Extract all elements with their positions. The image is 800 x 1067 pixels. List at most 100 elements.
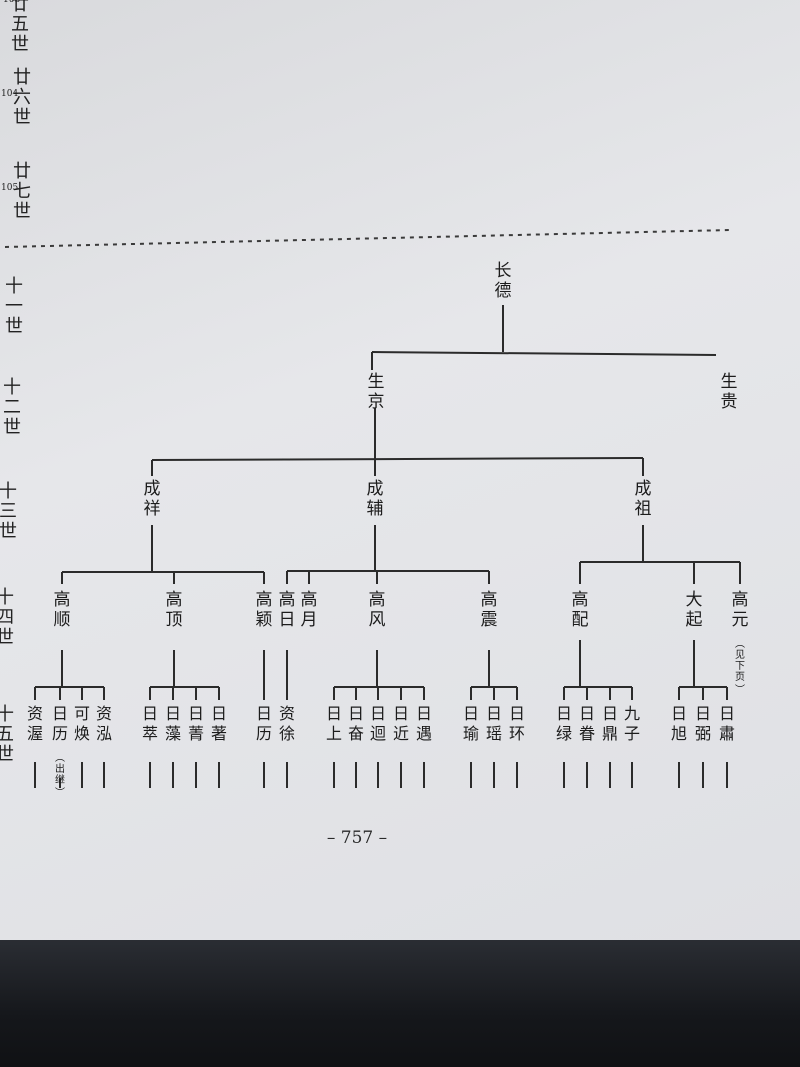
person-node-gen15: 资泓 <box>96 704 112 743</box>
name-char: 高 <box>54 590 71 610</box>
name-char: 日 <box>579 704 595 723</box>
name-char: 遇 <box>416 724 432 743</box>
name-char: 环 <box>509 724 525 743</box>
generation-char: 十 <box>0 704 14 725</box>
person-node-gen14: 大起 <box>686 590 703 630</box>
name-char: 迴 <box>370 724 386 743</box>
name-char: 日 <box>416 704 432 723</box>
person-node-gen12: 生贵 <box>721 372 738 412</box>
name-char: 顶 <box>166 610 183 630</box>
name-char: 日 <box>556 704 572 723</box>
name-char: 肅 <box>719 724 735 743</box>
annotation-char: 下 <box>735 661 745 672</box>
name-char: 奋 <box>348 724 364 743</box>
generation-label: 十四世 <box>0 587 14 648</box>
name-char: 日 <box>326 704 342 723</box>
person-node-gen13: 成祖 <box>635 479 652 519</box>
generation-char: 十 <box>0 481 17 502</box>
person-node-gen15: 日历 <box>256 704 272 743</box>
generation-label: 十五世 <box>0 704 14 765</box>
name-char: 藻 <box>165 724 181 743</box>
generation-char: 世 <box>0 521 17 542</box>
annotation-paren: ︶ <box>55 787 65 799</box>
connector-line <box>151 457 644 461</box>
name-char: 贵 <box>721 392 738 412</box>
generation-margin-number: 103 <box>3 0 20 5</box>
name-char: 顺 <box>54 610 71 630</box>
annotation-paren: ︶ <box>735 684 745 696</box>
person-node-gen15: 日旭 <box>671 704 687 743</box>
name-char: 风 <box>369 610 386 630</box>
tree-nodes: 长德生京生贵成祥成辅成祖高顺高顶高颖高日高月高风高震高配大起高元︵见下页︶资渥日… <box>27 261 749 799</box>
name-char: 祖 <box>635 499 652 519</box>
person-node-gen15: 日菁 <box>188 704 204 743</box>
name-char: 绿 <box>556 724 572 743</box>
name-char: 高 <box>572 590 589 610</box>
name-char: 日 <box>370 704 386 723</box>
name-char: 焕 <box>74 724 90 743</box>
name-char: 大 <box>686 590 703 610</box>
person-node-gen13: 成祥 <box>144 479 161 519</box>
name-char: 日 <box>348 704 364 723</box>
name-char: 日 <box>393 704 409 723</box>
person-node-gen15: 日著 <box>211 704 227 743</box>
name-char: 日 <box>671 704 687 723</box>
name-char: 眷 <box>579 724 595 743</box>
name-char: 历 <box>256 724 272 743</box>
name-char: 日 <box>602 704 618 723</box>
person-node-gen15: 日瑶 <box>486 704 502 743</box>
generation-char: 十 <box>5 276 23 297</box>
person-node-gen15: 可焕 <box>74 704 90 743</box>
name-char: 资 <box>279 704 295 723</box>
person-node-gen15: 日历︵出继︶ <box>52 704 68 799</box>
name-char: 日 <box>509 704 525 723</box>
page-shadow-background <box>0 940 800 1067</box>
name-char: 祥 <box>144 499 161 519</box>
name-char: 日 <box>256 704 272 723</box>
name-char: 日 <box>165 704 181 723</box>
generation-char: 廿 <box>11 0 29 15</box>
person-node-gen15: 日弼 <box>695 704 711 743</box>
name-char: 资 <box>27 704 43 723</box>
generation-margin-number: 105 <box>1 183 18 193</box>
name-char: 瑜 <box>463 724 479 743</box>
generation-char: 世 <box>11 34 29 55</box>
person-node-gen14: 高元︵见下页︶ <box>732 590 749 696</box>
person-node-gen15: 日上 <box>326 704 342 743</box>
name-char: 高 <box>369 590 386 610</box>
connector-line <box>371 351 717 356</box>
person-node-gen14: 高震 <box>481 590 498 630</box>
name-char: 高 <box>256 590 273 610</box>
generation-char: 二 <box>3 397 21 418</box>
person-node-gen12: 生京 <box>368 372 385 412</box>
name-char: 日 <box>695 704 711 723</box>
generation-char: 四 <box>0 607 14 628</box>
generation-char: 廿 <box>13 161 31 182</box>
person-node-gen15: 日绿 <box>556 704 572 743</box>
generation-char: 五 <box>11 14 29 35</box>
name-char: 子 <box>624 724 640 743</box>
person-node-gen14: 高日 <box>279 590 296 630</box>
generation-char: 七 <box>13 181 31 202</box>
name-char: 鼎 <box>602 724 618 743</box>
generation-char: 世 <box>5 316 23 337</box>
generation-char: 三 <box>0 501 17 522</box>
name-char: 日 <box>211 704 227 723</box>
generation-label: 廿七世 105 <box>1 161 31 222</box>
generation-char: 五 <box>0 724 14 745</box>
section-divider <box>4 229 731 248</box>
generation-label: 廿五世 103 <box>3 0 29 55</box>
person-node-gen15: 日迴 <box>370 704 386 743</box>
generation-margin-number: 104 <box>1 89 18 99</box>
tree-connectors <box>34 305 741 788</box>
generation-char: 廿 <box>13 67 31 88</box>
name-char: 徐 <box>279 724 295 743</box>
person-node-gen14: 高配 <box>572 590 589 630</box>
person-node-gen15: 日藻 <box>165 704 181 743</box>
generation-char: 十 <box>3 377 21 398</box>
name-char: 颖 <box>256 610 273 630</box>
generation-char: 世 <box>13 201 31 222</box>
